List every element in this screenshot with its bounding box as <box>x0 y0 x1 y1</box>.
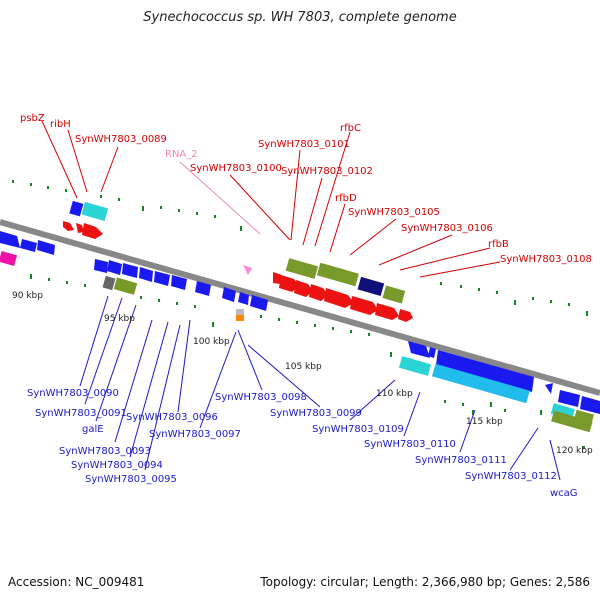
gene-feature[interactable] <box>398 309 413 322</box>
gene-label[interactable]: rfbB <box>488 239 509 250</box>
gene-feature[interactable] <box>350 296 378 315</box>
gene-feature[interactable] <box>357 276 385 297</box>
gene-label[interactable]: rfbC <box>340 123 361 134</box>
gene-label[interactable]: SynWH7803_0091 <box>35 408 127 419</box>
gene-feature[interactable] <box>309 284 328 301</box>
accession-text: Accession: NC_009481 <box>8 575 145 589</box>
gene-feature[interactable] <box>37 240 55 255</box>
gene-label[interactable]: SynWH7803_0109 <box>312 424 404 435</box>
top-leader-lines <box>41 120 501 278</box>
forward-gene-track <box>63 200 413 322</box>
gene-feature[interactable] <box>94 259 108 273</box>
gene-label[interactable]: SynWH7803_0108 <box>500 254 592 265</box>
gene-feature[interactable] <box>580 396 600 414</box>
gene-label[interactable]: SynWH7803_0096 <box>126 412 218 423</box>
gene-feature[interactable] <box>250 295 268 311</box>
gene-feature[interactable] <box>63 221 74 231</box>
gene-feature[interactable] <box>324 288 354 308</box>
gene-label[interactable]: SynWH7803_0089 <box>75 134 167 145</box>
gene-feature[interactable] <box>76 223 84 233</box>
gene-feature[interactable] <box>436 350 534 392</box>
gene-feature[interactable] <box>273 272 282 284</box>
gene-feature[interactable] <box>428 347 436 358</box>
gene-label[interactable]: SynWH7803_0105 <box>348 207 440 218</box>
gene-label[interactable]: SynWH7803_0097 <box>149 429 241 440</box>
gene-feature[interactable] <box>243 265 252 275</box>
gene-feature[interactable] <box>551 410 593 433</box>
gene-feature[interactable] <box>107 260 122 275</box>
scale-label: 110 kbp <box>376 389 413 399</box>
gene-feature[interactable] <box>0 250 18 266</box>
gene-label[interactable]: SynWH7803_0090 <box>27 388 119 399</box>
gene-feature[interactable] <box>113 277 138 295</box>
gene-feature[interactable] <box>195 281 211 296</box>
gene-feature[interactable] <box>69 200 84 217</box>
gene-feature[interactable] <box>545 383 553 394</box>
gene-feature[interactable] <box>285 258 319 279</box>
scale-label: 95 kbp <box>104 314 135 324</box>
inner-tick-track <box>30 274 585 449</box>
bottom-gene-labels: SynWH7803_0090 SynWH7803_0091 galE SynWH… <box>27 388 578 499</box>
gene-feature[interactable] <box>558 390 580 407</box>
gene-label[interactable]: SynWH7803_0112 <box>465 471 557 482</box>
gene-feature[interactable] <box>236 315 244 321</box>
reverse-gene-track <box>0 231 600 433</box>
scale-label: 90 kbp <box>12 291 43 301</box>
gene-label[interactable]: SynWH7803_0100 <box>190 163 282 174</box>
gene-label[interactable]: SynWH7803_0101 <box>258 139 350 150</box>
gene-feature[interactable] <box>382 285 406 304</box>
gene-feature[interactable] <box>139 267 153 282</box>
gene-label[interactable]: ribH <box>50 119 71 130</box>
gene-feature[interactable] <box>122 263 138 278</box>
gene-label[interactable]: SynWH7803_0095 <box>85 474 177 485</box>
gene-feature[interactable] <box>294 280 313 297</box>
scale-labels: 90 kbp 95 kbp 100 kbp 105 kbp 110 kbp 11… <box>12 291 593 456</box>
gene-feature[interactable] <box>375 303 399 320</box>
gene-feature[interactable] <box>398 356 432 376</box>
gene-label[interactable]: SynWH7803_0111 <box>415 455 507 466</box>
outer-tick-track <box>12 180 588 316</box>
gene-feature[interactable] <box>222 287 236 302</box>
gene-feature[interactable] <box>102 275 116 291</box>
gene-feature[interactable] <box>279 275 299 292</box>
gene-feature[interactable] <box>81 201 109 222</box>
gene-feature[interactable] <box>238 292 249 305</box>
genome-summary-text: Topology: circular; Length: 2,366,980 bp… <box>260 575 590 589</box>
gene-feature[interactable] <box>408 341 430 358</box>
scale-label: 100 kbp <box>193 337 230 347</box>
gene-feature[interactable] <box>0 231 20 248</box>
bottom-leader-lines <box>79 295 561 481</box>
gene-feature[interactable] <box>431 363 530 404</box>
genome-backbone <box>0 219 600 396</box>
scale-label: 105 kbp <box>285 362 322 372</box>
map-title: Synechococcus sp. WH 7803, complete geno… <box>143 10 457 25</box>
gene-label[interactable]: SynWH7803_0099 <box>270 408 362 419</box>
gene-label[interactable]: psbZ <box>20 113 45 124</box>
top-gene-labels: psbZ ribH SynWH7803_0089 RNA_2 SynWH7803… <box>20 113 592 265</box>
scale-label: 115 kbp <box>466 417 503 427</box>
gene-label[interactable]: rfbD <box>335 193 357 204</box>
gene-label[interactable]: SynWH7803_0110 <box>364 439 456 450</box>
gene-label[interactable]: SynWH7803_0102 <box>281 166 373 177</box>
gene-feature[interactable] <box>316 262 359 287</box>
gene-feature[interactable] <box>82 223 103 239</box>
gene-label[interactable]: SynWH7803_0098 <box>215 392 307 403</box>
gene-label[interactable]: wcaG <box>550 488 578 499</box>
gene-label[interactable]: SynWH7803_0094 <box>71 460 163 471</box>
gene-label[interactable]: galE <box>82 424 104 435</box>
gene-feature[interactable] <box>154 271 170 286</box>
gene-label[interactable]: SynWH7803_0106 <box>401 223 493 234</box>
gene-feature[interactable] <box>236 309 244 315</box>
gene-feature[interactable] <box>20 239 37 252</box>
scale-label: 120 kbp <box>556 446 593 456</box>
gene-feature[interactable] <box>171 275 187 290</box>
gene-label[interactable]: SynWH7803_0093 <box>59 446 151 457</box>
gene-label[interactable]: RNA_2 <box>165 149 198 160</box>
